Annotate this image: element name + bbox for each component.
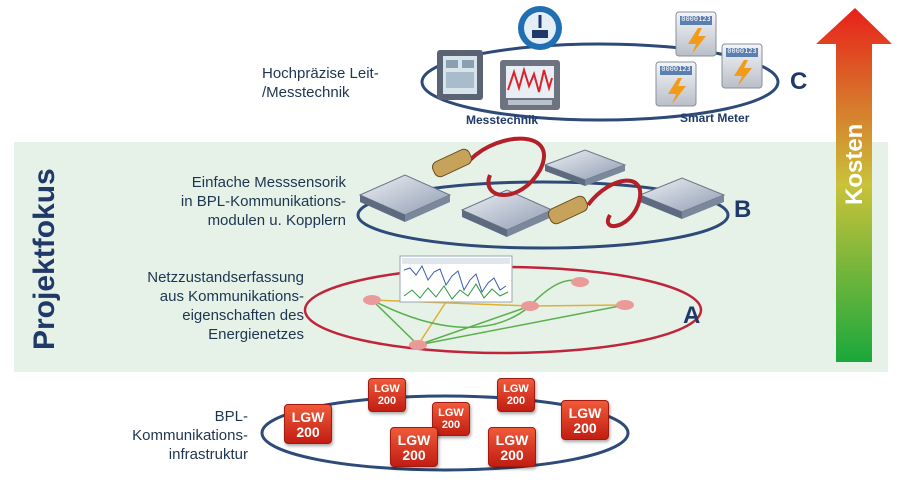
infrastructure-ellipse [260,394,630,472]
level-c-letter: C [790,68,808,95]
measurement-device-icon [437,50,483,100]
meter-display-text: 0000123 [661,65,691,73]
infrastructure-description: BPL- Kommunikations- infrastruktur [90,407,248,464]
smart-meter-caption: Smart Meter [680,111,750,125]
level-b-line: Einfache Messsensorik [191,174,346,191]
level-b-ellipse [356,180,730,250]
grid-network-graph [363,264,634,350]
chip-module-icon [460,189,554,237]
meter-display-text: 0000123 [681,15,711,23]
cost-label: Kosten [841,123,868,205]
level-a-letter: A [683,302,701,329]
infra-line: BPL- [214,408,248,425]
level-b-line: modulen u. Kopplern [207,212,346,229]
chip-module-icon [638,177,726,219]
level-c-description: Hochpräzise Leit- /Messtechnik [262,64,422,102]
level-b-letter: B [734,196,752,223]
level-a-line: Netzzustandserfassung [147,269,304,286]
level-c-ellipse [420,42,780,122]
smart-meter-icon [721,43,763,89]
level-a-line: aus Kommunikations- [159,288,304,305]
infra-line: Kommunikations- [132,427,248,444]
meter-display-text: 0000123 [727,47,757,55]
cost-arrow [816,8,892,362]
coupler-cable-icon [547,178,643,229]
gauge-icon [518,6,562,50]
chip-module-icon [543,149,627,186]
smart-meter-icon [675,11,717,57]
level-a-line: Energienetzes [208,326,304,343]
level-a-line: eigenschaften des [182,307,304,324]
measurement-caption: Messtechnik [466,113,539,127]
level-a-description: Netzzustandserfassung aus Kommunikations… [104,268,304,344]
spectrum-plot-thumbnail [399,255,513,303]
level-c-line: /Messtechnik [262,84,350,101]
oscilloscope-icon [500,60,560,110]
coupler-cable-icon [431,136,546,197]
infra-line: infrastruktur [168,446,248,463]
level-b-description: Einfache Messsensorik in BPL-Kommunikati… [140,173,346,230]
smart-meter-icon [655,61,697,107]
level-c-line: Hochpräzise Leit- [262,65,379,82]
level-b-line: in BPL-Kommunikations- [180,193,346,210]
chip-module-icon [358,174,452,222]
